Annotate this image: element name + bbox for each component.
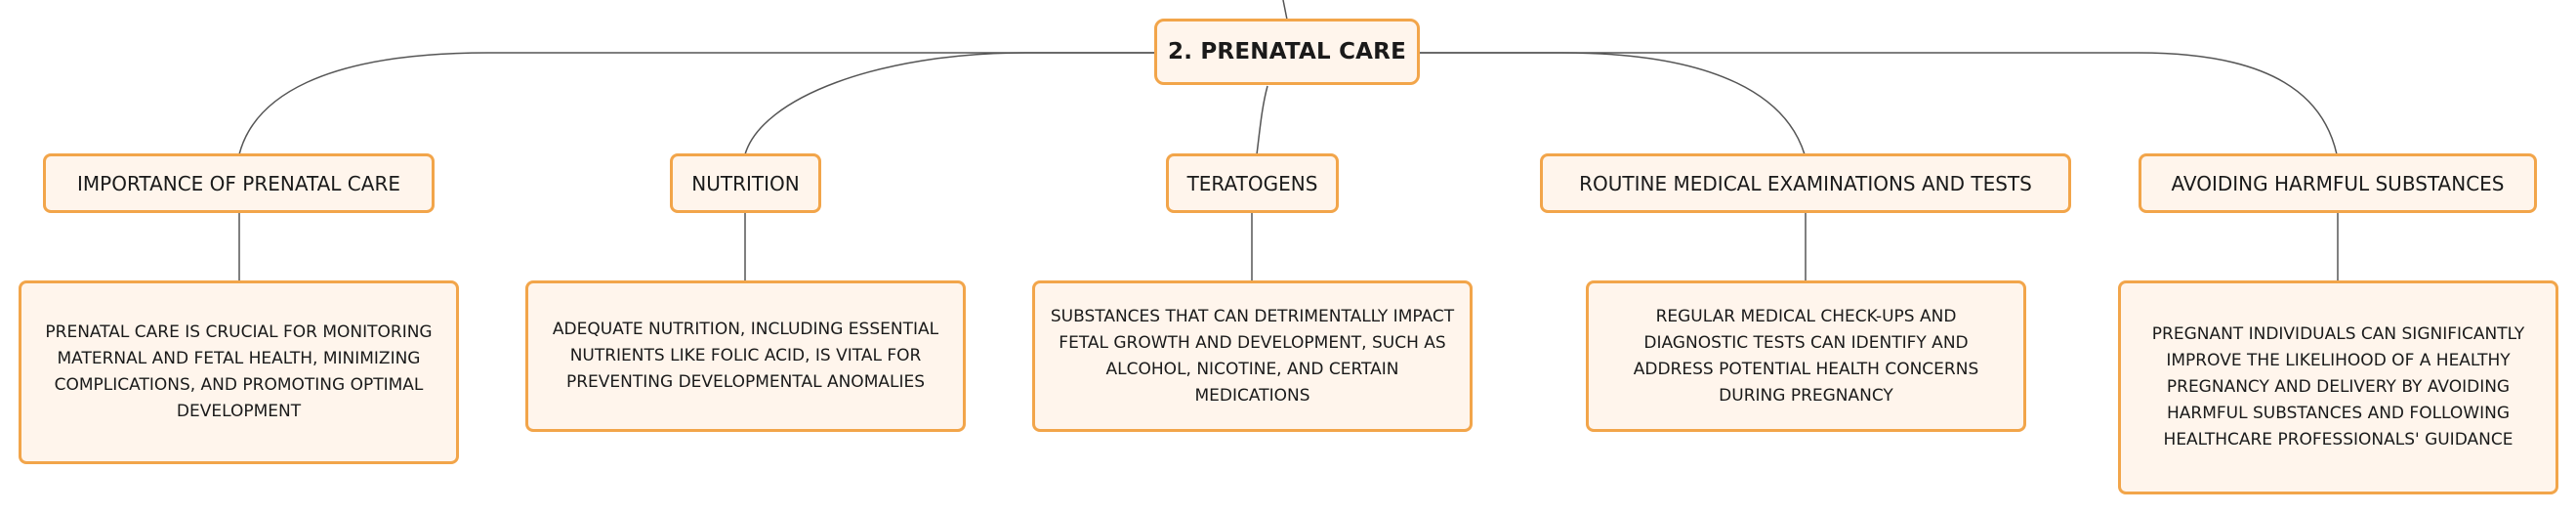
detail-text: ADEQUATE NUTRITION, INCLUDING ESSENTIAL … [552, 320, 939, 392]
detail-node-routine-medical-examinations-and-tests[interactable]: REGULAR MEDICAL CHECK-UPS AND DIAGNOSTIC… [1586, 280, 2026, 432]
connector-root-to-topic-1 [238, 52, 1154, 155]
connector-root-to-topic-4 [1420, 52, 1806, 155]
detail-node-teratogens[interactable]: SUBSTANCES THAT CAN DETRIMENTALLY IMPACT… [1032, 280, 1473, 432]
topic-label: ROUTINE MEDICAL EXAMINATIONS AND TESTS [1579, 171, 2032, 195]
detail-node-avoiding-harmful-substances[interactable]: PREGNANT INDIVIDUALS CAN SIGNIFICANTLY I… [2118, 280, 2558, 494]
connector-parent-to-root [1282, 0, 1288, 21]
root-node-label: 2. PRENATAL CARE [1168, 39, 1406, 64]
detail-node-nutrition[interactable]: ADEQUATE NUTRITION, INCLUDING ESSENTIAL … [525, 280, 966, 432]
topic-label: TERATOGENS [1186, 171, 1318, 195]
topic-label: NUTRITION [691, 171, 800, 195]
topic-node-avoiding-harmful-substances[interactable]: AVOIDING HARMFUL SUBSTANCES [2139, 153, 2537, 213]
detail-text: SUBSTANCES THAT CAN DETRIMENTALLY IMPACT… [1050, 306, 1455, 406]
detail-node-importance-of-prenatal-care[interactable]: PRENATAL CARE IS CRUCIAL FOR MONITORING … [19, 280, 459, 464]
detail-text: PRENATAL CARE IS CRUCIAL FOR MONITORING … [45, 322, 433, 421]
connector-root-to-topic-3 [1256, 85, 1268, 155]
topic-node-teratogens[interactable]: TERATOGENS [1166, 153, 1339, 213]
topic-node-nutrition[interactable]: NUTRITION [670, 153, 821, 213]
connector-root-to-topic-2 [744, 52, 1154, 155]
topic-label: AVOIDING HARMFUL SUBSTANCES [2171, 171, 2505, 195]
root-node[interactable]: 2. PRENATAL CARE [1154, 19, 1420, 85]
topic-node-routine-medical-examinations-and-tests[interactable]: ROUTINE MEDICAL EXAMINATIONS AND TESTS [1540, 153, 2071, 213]
topic-label: IMPORTANCE OF PRENATAL CARE [77, 171, 400, 195]
detail-text: PREGNANT INDIVIDUALS CAN SIGNIFICANTLY I… [2151, 324, 2525, 450]
topic-node-importance-of-prenatal-care[interactable]: IMPORTANCE OF PRENATAL CARE [43, 153, 435, 213]
connector-root-to-topic-5 [1420, 52, 2338, 155]
detail-text: REGULAR MEDICAL CHECK-UPS AND DIAGNOSTIC… [1633, 306, 1979, 406]
